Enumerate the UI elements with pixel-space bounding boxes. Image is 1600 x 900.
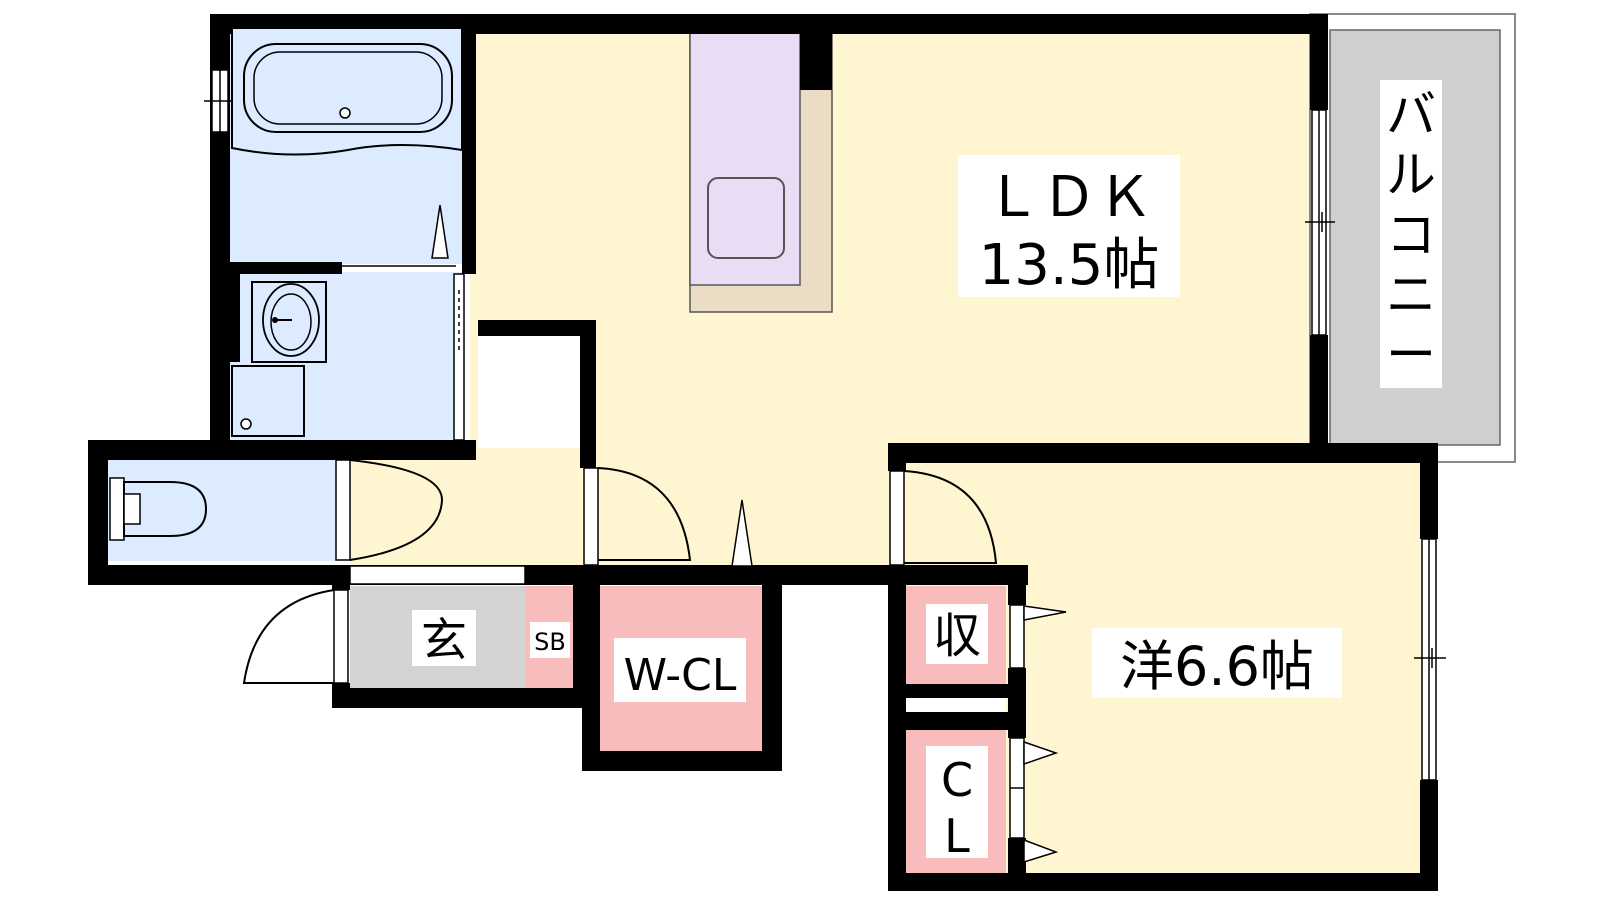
wall-wcl-bottom xyxy=(582,751,782,771)
wcl-door-icon xyxy=(731,499,753,567)
wall-western-bottom xyxy=(888,873,1438,891)
wall-closet-left xyxy=(888,565,906,890)
wall-storage-top xyxy=(888,565,1028,585)
shoe-box-label: SB xyxy=(534,628,566,656)
western-door-swing xyxy=(903,470,998,564)
ldk-label-bg xyxy=(958,155,1180,297)
shoe-box-label-bg xyxy=(530,622,570,658)
toilet-tank xyxy=(109,477,125,541)
wall-wcl-right xyxy=(762,565,782,771)
wall-storage-bottom-a xyxy=(906,684,1026,698)
kitchen-sink xyxy=(707,177,785,259)
washbasin xyxy=(251,281,327,363)
wall-washroom-inner xyxy=(228,272,240,362)
washroom-door-strip xyxy=(453,273,465,441)
wcl-label-bg xyxy=(614,638,746,702)
bath-door-icon xyxy=(431,204,449,259)
wall-hall-bottom xyxy=(580,565,906,585)
ldk-size: 13.5帖 xyxy=(979,233,1160,298)
wall-bath-right xyxy=(462,14,476,274)
closet-char-1: C xyxy=(941,753,973,807)
western-label: 洋6.6帖 xyxy=(1120,635,1314,698)
wcl-label: W-CL xyxy=(624,650,737,701)
wall-top xyxy=(210,14,1320,34)
toilet-bowl xyxy=(123,481,208,537)
toilet-door-swing xyxy=(349,459,444,561)
front-door-swing xyxy=(242,589,335,684)
wall-toilet-bottom xyxy=(88,565,350,585)
storage-gap xyxy=(906,698,1006,712)
wall-storage-right xyxy=(1008,565,1026,605)
balcony-label-bg xyxy=(1380,80,1442,388)
kitchen-column xyxy=(800,28,832,90)
balcony-char-4: ニ xyxy=(1386,266,1436,324)
entrance-label-bg xyxy=(412,610,476,666)
balcony-char-1: バ xyxy=(1386,86,1436,144)
wall-toilet-left xyxy=(88,440,108,585)
front-door-leaf xyxy=(333,589,349,684)
wall-ldk-stub-top xyxy=(478,320,596,336)
wall-western-left-top xyxy=(888,443,906,471)
wall-ldk-right-top xyxy=(1310,14,1328,110)
toilet-door-leaf xyxy=(335,459,351,561)
closet-char-2: L xyxy=(944,809,970,863)
wall-ldk-stub xyxy=(580,320,596,468)
entrance-label: 玄 xyxy=(421,613,467,667)
balcony-char-3: コ xyxy=(1386,206,1436,264)
hall-door-swing xyxy=(597,467,692,561)
western-label-bg xyxy=(1092,628,1342,698)
closet-label-bg xyxy=(926,746,988,858)
storage-label: 収 xyxy=(933,608,981,664)
bathtub-inner xyxy=(243,43,453,133)
wall-entrance-bottom xyxy=(332,688,600,708)
balcony-char-2: ル xyxy=(1386,146,1436,204)
wall-closet-top xyxy=(906,712,1026,730)
wall-entrance-left-a xyxy=(332,565,350,590)
western-door-leaf xyxy=(889,470,905,566)
wall-closet-right xyxy=(1008,838,1026,890)
wall-washroom-bottom xyxy=(88,440,476,460)
wall-bath-divider xyxy=(230,262,342,274)
hall-door-leaf xyxy=(583,467,599,566)
bathtub xyxy=(231,27,463,156)
wall-western-right-bottom xyxy=(1420,780,1438,890)
wall-western-right-top xyxy=(1420,443,1438,539)
ldk-name: ＬＤＫ xyxy=(985,165,1153,230)
balcony-char-5: ー xyxy=(1386,326,1436,384)
storage-label-bg xyxy=(926,604,988,664)
wall-ldk-western xyxy=(888,443,1438,463)
wall-ldk-right-bottom xyxy=(1310,335,1328,463)
storage-door xyxy=(1009,604,1025,669)
wall-wcl-left xyxy=(582,565,600,770)
bathtub-drain xyxy=(339,107,351,119)
entrance-step xyxy=(349,565,526,585)
hallway-floor xyxy=(350,448,580,565)
